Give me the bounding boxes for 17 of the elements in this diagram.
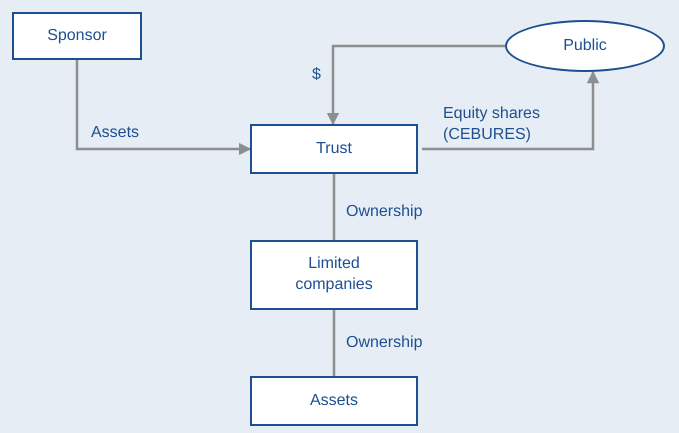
edge-label: $ xyxy=(312,65,321,85)
process-box xyxy=(250,240,418,310)
connector-arrow xyxy=(326,44,505,126)
edge-label: Equity shares (CEBURES) xyxy=(443,104,541,145)
process-box xyxy=(250,124,418,174)
edge-label: Ownership xyxy=(346,333,422,353)
process-box xyxy=(12,12,142,60)
node-label: Assets xyxy=(310,390,358,411)
process-box xyxy=(250,376,418,426)
node-label: Public xyxy=(563,36,607,56)
node-label: Sponsor xyxy=(47,26,107,46)
node-label: Trust xyxy=(316,138,352,159)
edge-label: Ownership xyxy=(346,202,422,222)
node-label: Limited companies xyxy=(294,254,374,295)
connector-arrow xyxy=(76,60,252,156)
edge-label: Assets xyxy=(91,123,140,143)
connector-arrow xyxy=(422,70,600,150)
